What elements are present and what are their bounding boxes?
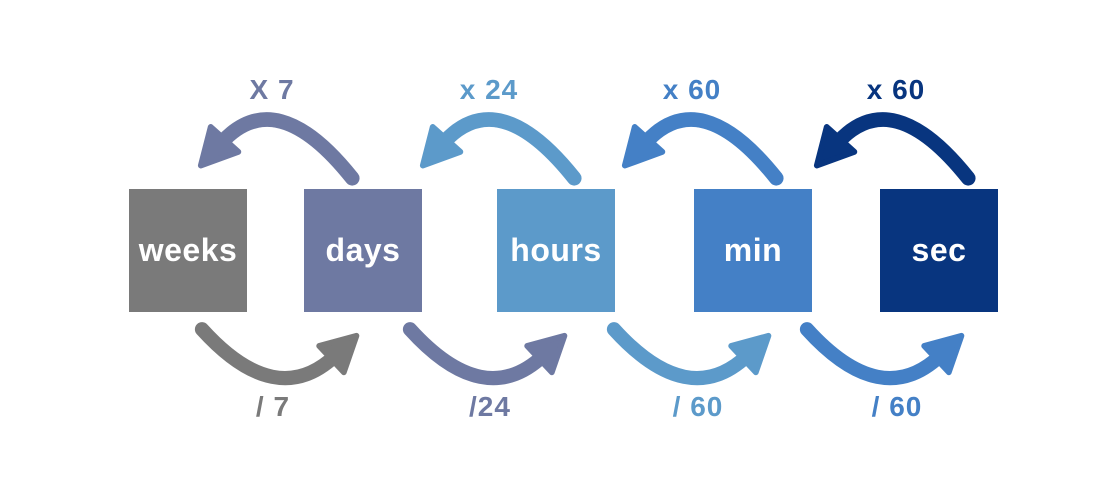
multiply-factor-label-weeks: X 7 <box>249 74 295 105</box>
divide-factor-label-hours: / 60 <box>672 391 724 422</box>
unit-label-min: min <box>723 232 783 268</box>
multiply-factor-label-days: x 24 <box>459 74 519 105</box>
unit-label-hours: hours <box>510 232 602 268</box>
divide-arrow-icon-weeks-to-days <box>192 316 364 392</box>
multiply-arrow-icon-hours-to-days <box>408 98 584 191</box>
unit-box-hours: hours <box>497 189 615 312</box>
unit-label-weeks: weeks <box>138 232 238 268</box>
unit-box-weeks: weeks <box>129 189 247 312</box>
unit-label-days: days <box>325 232 401 268</box>
multiply-factor-label-min: x 60 <box>866 74 926 105</box>
unit-box-min: min <box>694 189 812 312</box>
divide-factor-label-days: /24 <box>469 391 511 422</box>
multiply-arrow-icon-min-to-hours <box>610 98 786 191</box>
divide-arrow-icon-min-to-sec <box>797 316 969 392</box>
unit-box-days: days <box>304 189 422 312</box>
unit-label-sec: sec <box>911 232 967 268</box>
divide-factor-label-weeks: / 7 <box>255 391 291 422</box>
divide-arrow-icon-hours-to-min <box>604 316 776 392</box>
multiply-factor-label-hours: x 60 <box>662 74 722 105</box>
divide-factor-label-min: / 60 <box>871 391 923 422</box>
unit-box-sec: sec <box>880 189 998 312</box>
multiply-arrow-icon-days-to-weeks <box>186 98 362 191</box>
multiply-arrow-icon-sec-to-min <box>802 98 978 191</box>
divide-arrow-icon-days-to-hours <box>400 316 572 392</box>
